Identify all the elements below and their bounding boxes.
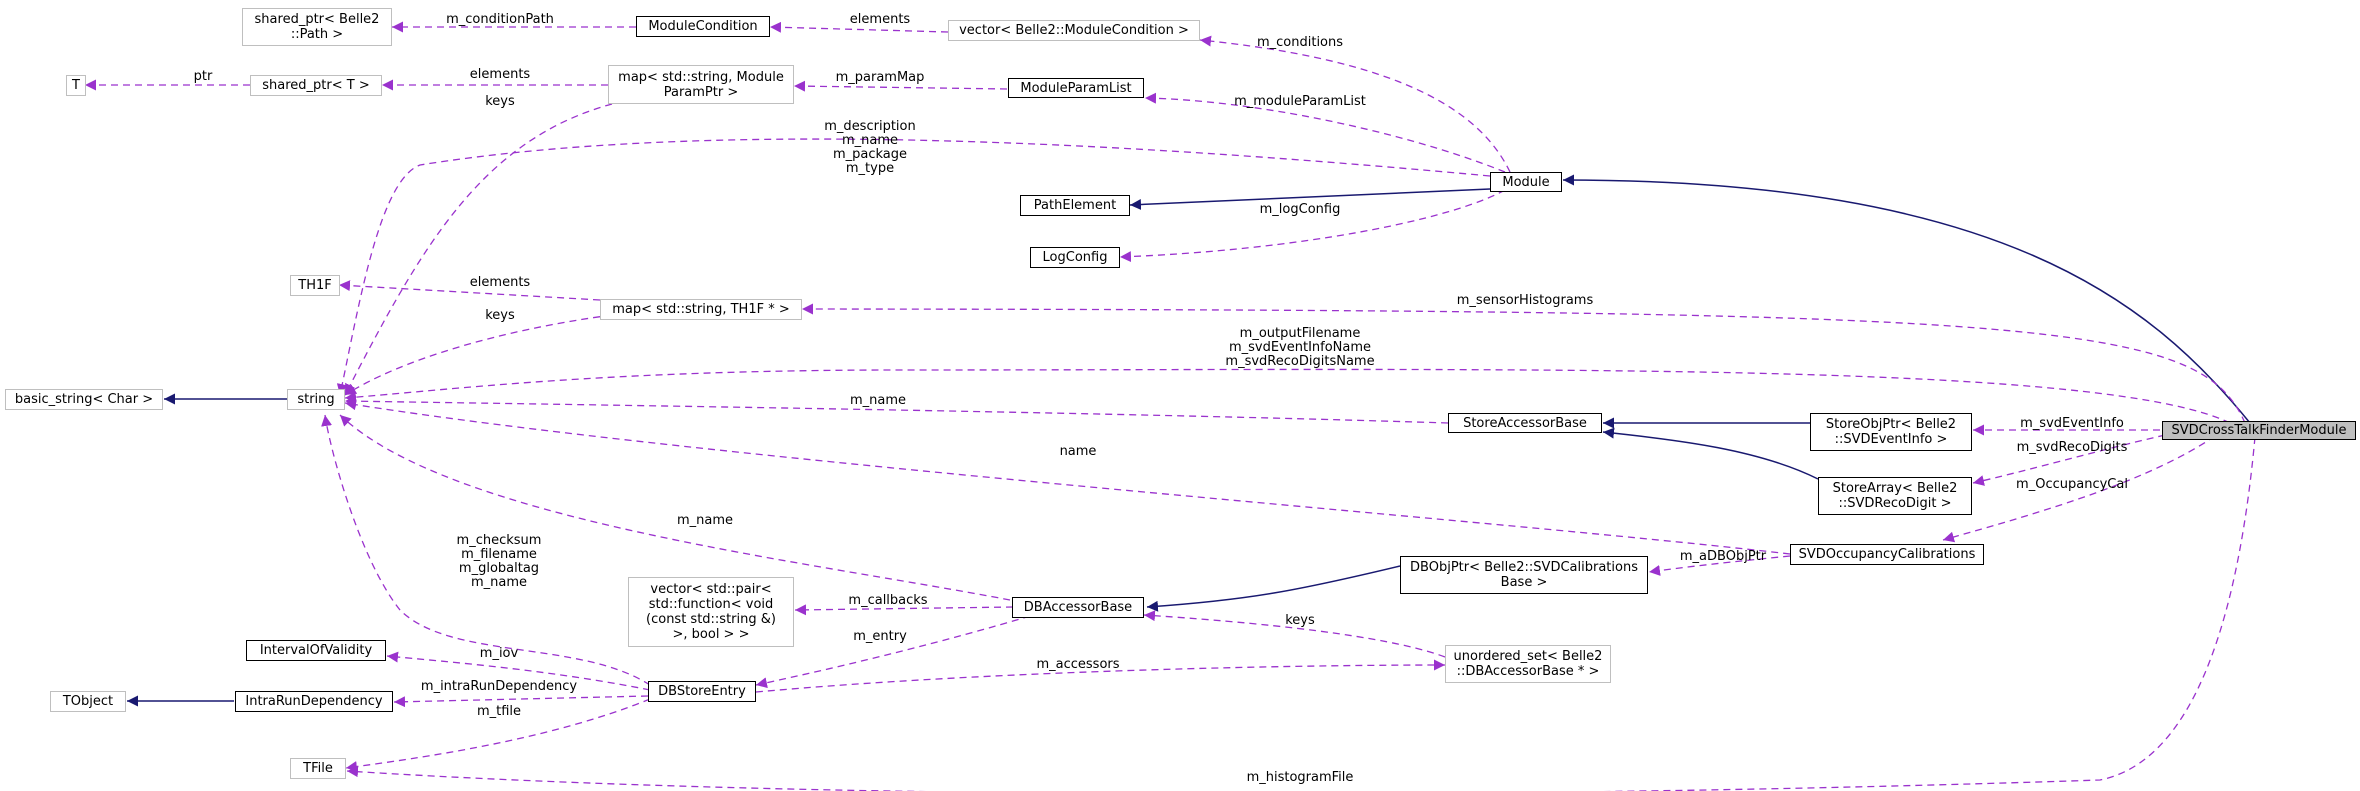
label-m-svdeventinfo: m_svdEventInfo [2020,416,2124,431]
label-m-accessors: m_accessors [1036,657,1120,672]
label-elements-param: elements [469,67,531,82]
edge-name [344,399,1791,555]
edge-m-intrarundependency [393,695,649,708]
node-vector-modulecondition[interactable]: vector< Belle2::ModuleCondition > [948,20,1200,41]
edge-m-adbobjptr [1648,555,1791,576]
node-storeobjptr-svdeventinfo[interactable]: StoreObjPtr< Belle2 ::SVDEventInfo > [1810,413,1972,451]
label-elements-th1f: elements [469,275,531,290]
node-sharedptr-t[interactable]: shared_ptr< T > [250,75,382,96]
node-storeaccessorbase[interactable]: StoreAccessorBase [1448,413,1602,433]
label-m-callbacks: m_callbacks [848,593,928,608]
label-elements-cond: elements [849,12,911,27]
node-sharedptr-path[interactable]: shared_ptr< Belle2 ::Path > [242,8,392,46]
label-m-sensorhistograms: m_sensorHistograms [1456,293,1594,308]
edge-m-parammap [793,80,1008,92]
node-map-th1f[interactable]: map< std::string, TH1F * > [600,299,802,320]
label-m-svdrecodigits: m_svdRecoDigits [2016,440,2128,455]
edge-m-svdrecodigits [1972,434,2166,486]
node-vector-pair-callbacks[interactable]: vector< std::pair< std::function< void (… [628,577,794,647]
edge-m-occupancycal [1942,435,2216,543]
label-dbstore-strings: m_checksum m_filename m_globaltag m_name [456,533,542,590]
label-m-conditions: m_conditions [1256,35,1344,50]
label-keys-param: keys [485,94,515,109]
label-m-tfile: m_tfile [476,704,522,719]
node-t[interactable]: T [66,75,86,96]
edge-inherit-storearray [1602,427,1819,480]
edge-m-tfile [345,698,651,772]
edge-m-name-store [344,395,1449,424]
node-dbaccessorbase[interactable]: DBAccessorBase [1012,597,1144,618]
label-m-adbobjptr: m_aDBObjPtr [1679,549,1767,564]
node-tobject[interactable]: TObject [50,691,126,712]
edge-inherit-dbobjptr [1146,565,1401,612]
label-m-intrarundependency: m_intraRunDependency [420,679,578,694]
node-basic-string[interactable]: basic_string< Char > [5,389,163,410]
edge-m-entry [755,615,1031,689]
edge-m-conditions [1199,35,1511,173]
edge-elements-cond [769,21,949,33]
edge-m-name-db [339,414,1011,601]
label-m-entry: m_entry [853,629,907,644]
node-dbobjptr-svdcalibrationsbase[interactable]: DBObjPtr< Belle2::SVDCalibrations Base > [1400,556,1648,594]
label-ptr: ptr [193,69,213,84]
node-intrarundependency[interactable]: IntraRunDependency [235,691,393,712]
edge-keys-db [1143,610,1446,658]
node-unordered-set[interactable]: unordered_set< Belle2 ::DBAccessorBase *… [1445,645,1611,683]
node-th1f[interactable]: TH1F [290,275,340,296]
label-m-logconfig: m_logConfig [1259,202,1341,217]
edge-keys-th1f [344,314,613,396]
node-intervalofvalidity[interactable]: IntervalOfValidity [246,640,386,661]
label-m-conditionpath: m_conditionPath [446,12,554,27]
label-m-name-store: m_name [849,393,907,408]
edge-dbstore-strings [321,414,651,686]
label-keys-th1f: keys [485,308,515,323]
edge-keys-param [344,103,613,396]
edge-m-accessors [755,659,1446,693]
node-svdcrosstalkfindermodule[interactable]: SVDCrossTalkFinderModule [2162,421,2356,440]
node-module[interactable]: Module [1490,172,1562,192]
label-m-moduleparamlist: m_moduleParamList [1234,94,1366,109]
edge-m-moduleparamlist [1144,92,1506,173]
edge-m-iov [386,651,651,691]
node-dbstoreentry[interactable]: DBStoreEntry [648,681,756,702]
label-m-parammap: m_paramMap [835,70,925,85]
node-svdoccupancycalibrations[interactable]: SVDOccupancyCalibrations [1790,544,1984,565]
edge-svd-strings [344,368,2231,424]
node-tfile[interactable]: TFile [290,758,346,779]
label-svd-strings: m_outputFilename m_svdEventInfoName m_sv… [1225,326,1375,369]
node-moduleparamlist[interactable]: ModuleParamList [1008,78,1144,98]
label-module-strings: m_description m_name m_package m_type [824,119,916,176]
label-keys-db: keys [1285,613,1315,628]
edge-module-strings [336,138,1491,396]
edge-m-callbacks [794,604,1014,616]
edge-m-histogramfile [346,436,2256,791]
edge-inherit-pathelement [1129,188,1491,211]
label-m-iov: m_iov [479,646,519,661]
edge-elements-th1f [338,280,601,301]
node-map-moduleparamptr[interactable]: map< std::string, Module ParamPtr > [608,65,794,104]
edge-m-logconfig [1119,189,1506,263]
node-modulecondition[interactable]: ModuleCondition [636,16,770,37]
node-string[interactable]: string [287,389,345,410]
edge-m-sensorhistograms [801,303,2246,424]
edge-inherit-module [1562,174,2251,424]
label-m-histogramfile: m_histogramFile [1246,770,1354,785]
label-m-name-db: m_name [676,513,734,528]
label-name: name [1059,444,1097,459]
node-storearray-svdrecodigit[interactable]: StoreArray< Belle2 ::SVDRecoDigit > [1818,477,1972,515]
label-m-occupancycal: m_OccupancyCal [2016,477,2128,492]
node-logconfig[interactable]: LogConfig [1030,247,1120,268]
node-pathelement[interactable]: PathElement [1020,195,1130,216]
